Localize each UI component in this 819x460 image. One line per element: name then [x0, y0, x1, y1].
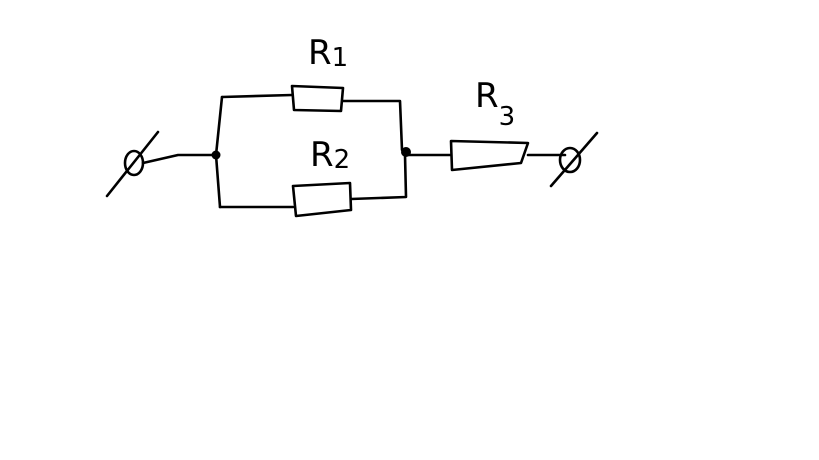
resistor-r1	[290, 84, 345, 113]
top-branch-wire-right	[341, 99, 404, 152]
left-terminal	[105, 130, 160, 198]
parallel-left-wire	[214, 95, 224, 209]
label-r1: R1	[308, 33, 348, 73]
label-r2: R2	[310, 135, 350, 175]
top-branch-wire	[220, 93, 294, 99]
label-r3: R3	[475, 76, 515, 132]
bottom-branch-wire-right	[349, 153, 408, 201]
left-lead-wire	[141, 153, 218, 165]
resistor-r3	[449, 139, 530, 172]
resistor-r2	[291, 181, 353, 218]
right-terminal	[549, 131, 599, 188]
